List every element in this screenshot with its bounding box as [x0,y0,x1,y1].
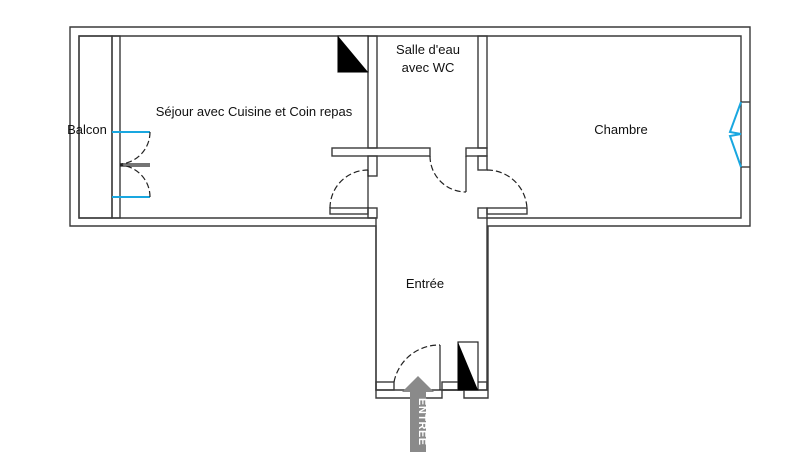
wall-entree-right-top [477,155,488,171]
wall-sejour-sde [367,35,378,149]
wall-entree-right-mid [477,207,488,219]
wall-stub-sejour [329,207,369,215]
wall-sde-chambre [477,35,488,149]
room-label-sejour: Séjour avec Cuisine et Coin repas [156,104,353,119]
room-label-salle-eau-line2: avec WC [402,60,455,75]
window-icon [728,101,742,135]
door-icon [486,169,528,211]
room-label-balcon: Balcon [67,122,107,137]
door-icon [393,344,441,383]
entry-arrow-label: ENTRÉE [416,398,429,446]
room-label-entree: Entrée [406,276,444,291]
room-label-salle-eau-line1: Salle d'eau [396,42,460,57]
chambre-window [728,101,750,168]
shaft-icon [457,341,479,391]
doors [329,155,528,390]
shafts [337,35,479,391]
room-label-chambre: Chambre [594,122,647,137]
shaft-icon [337,35,369,73]
door-icon [119,131,151,165]
door-icon [119,164,151,198]
door-icon [329,169,369,209]
wall-stub-chambre [486,207,528,215]
wall-entry-left [375,381,395,391]
balcon-wall [111,35,121,219]
balcon-window [112,131,151,198]
window-icon [728,133,742,168]
inner-wall [78,35,742,391]
wall-sde-bottom-right [465,147,488,157]
wall-entree-left-mid [367,207,378,219]
wall-entree-left-top [367,155,378,177]
entry-arrow-icon: ENTRÉE [402,376,434,452]
walls [69,26,751,399]
door-icon [429,155,467,193]
room-labels: Balcon Séjour avec Cuisine et Coin repas… [67,42,648,291]
outer-wall [69,26,751,399]
wall-sde-bottom-left [331,147,431,157]
